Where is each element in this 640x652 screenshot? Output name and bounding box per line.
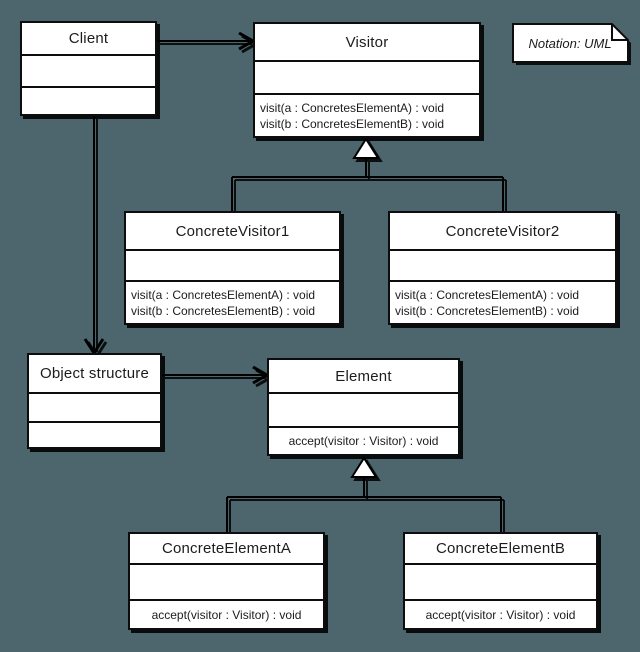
methods-compartment: accept(visitor : Visitor) : void — [130, 601, 323, 628]
class-title: ConcreteElementA — [130, 534, 323, 565]
class-title: ConcreteElementB — [405, 534, 596, 565]
class-object-structure[interactable]: Object structure — [27, 353, 162, 449]
class-title: Element — [269, 360, 458, 394]
class-concrete-visitor2[interactable]: ConcreteVisitor2 visit(a : ConcretesElem… — [388, 211, 617, 325]
generalization-visitors — [231, 137, 504, 211]
class-title: ConcreteVisitor1 — [126, 213, 339, 251]
methods-compartment: visit(a : ConcretesElementA) : void visi… — [126, 282, 339, 323]
methods-compartment: visit(a : ConcretesElementA) : void visi… — [390, 282, 615, 323]
attributes-compartment — [126, 251, 339, 282]
method-label: visit(b : ConcretesElementB) : void — [260, 116, 445, 131]
uml-note[interactable]: Notation: UML — [512, 23, 634, 69]
methods-compartment — [29, 423, 160, 447]
method-label: visit(b : ConcretesElementB) : void — [395, 303, 580, 318]
class-element[interactable]: Element accept(visitor : Visitor) : void — [267, 358, 460, 456]
note-label: Notation: UML — [528, 36, 612, 51]
class-title: ConcreteVisitor2 — [390, 213, 615, 251]
association-client-to-visitor — [157, 31, 257, 51]
attributes-compartment — [255, 62, 479, 95]
note-fold-icon — [611, 24, 628, 41]
methods-compartment: accept(visitor : Visitor) : void — [269, 428, 458, 454]
class-title: Client — [22, 23, 155, 56]
note-shape — [512, 23, 631, 65]
attributes-compartment — [130, 565, 323, 601]
class-title: Visitor — [255, 24, 479, 62]
method-label: accept(visitor : Visitor) : void — [425, 607, 576, 622]
generalization-elements — [226, 456, 502, 532]
method-label: visit(a : ConcretesElementA) : void — [395, 287, 580, 302]
methods-compartment: accept(visitor : Visitor) : void — [405, 601, 596, 628]
attributes-compartment — [390, 251, 615, 282]
class-concrete-element-b[interactable]: ConcreteElementB accept(visitor : Visito… — [403, 532, 598, 630]
association-client-to-object-structure — [83, 116, 105, 356]
method-label: accept(visitor : Visitor) : void — [288, 434, 439, 448]
class-title: Object structure — [29, 355, 160, 394]
methods-compartment: visit(a : ConcretesElementA) : void visi… — [255, 95, 479, 136]
attributes-compartment — [29, 394, 160, 423]
methods-compartment — [22, 88, 155, 114]
class-concrete-element-a[interactable]: ConcreteElementA accept(visitor : Visito… — [128, 532, 325, 630]
method-label: visit(a : ConcretesElementA) : void — [131, 287, 316, 302]
class-client[interactable]: Client — [20, 21, 157, 116]
method-label: visit(a : ConcretesElementA) : void — [260, 100, 445, 115]
attributes-compartment — [405, 565, 596, 601]
attributes-compartment — [269, 394, 458, 428]
association-object-structure-to-element — [162, 365, 271, 385]
method-label: accept(visitor : Visitor) : void — [151, 607, 302, 622]
method-label: visit(b : ConcretesElementB) : void — [131, 303, 316, 318]
attributes-compartment — [22, 56, 155, 88]
hollow-triangle-icon — [352, 137, 380, 159]
hollow-triangle-icon — [350, 456, 378, 478]
class-concrete-visitor1[interactable]: ConcreteVisitor1 visit(a : ConcretesElem… — [124, 211, 341, 325]
class-visitor[interactable]: Visitor visit(a : ConcretesElementA) : v… — [253, 22, 481, 138]
